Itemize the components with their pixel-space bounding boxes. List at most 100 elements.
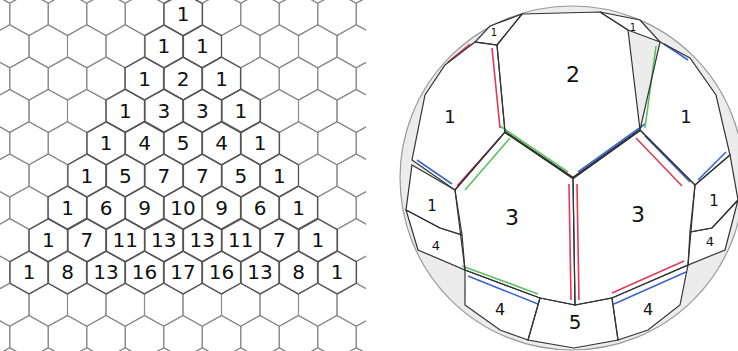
cell-number: 1 <box>100 133 113 153</box>
shape-border <box>600 12 660 42</box>
hex-outline <box>299 348 338 351</box>
cell-number: 5 <box>569 312 582 332</box>
cell-number: 7 <box>157 166 170 186</box>
shape-border <box>412 42 505 190</box>
sphere-face: 5 <box>528 298 618 348</box>
cell-number: 4 <box>215 133 228 153</box>
hex-outline <box>145 219 184 262</box>
hex-outline <box>337 89 366 132</box>
shape-border <box>202 251 241 294</box>
hex-outline <box>106 219 145 262</box>
hex-cell: 1 <box>318 251 357 294</box>
cell-number: 1 <box>311 230 324 250</box>
shape-border <box>48 251 87 294</box>
shape-border <box>318 251 357 294</box>
shape-border <box>260 154 299 197</box>
hex-outline <box>260 283 299 326</box>
hex-cell: 11 <box>106 219 145 262</box>
hex-outline <box>0 89 29 132</box>
face-fill <box>528 298 618 348</box>
hex-outline <box>0 316 10 351</box>
shape-border <box>222 89 261 132</box>
hex-outline <box>299 283 338 326</box>
cell-number: 1 <box>427 199 437 214</box>
hex-outline <box>0 348 29 351</box>
hex-cell: 13 <box>241 251 280 294</box>
hex-cell: 1 <box>164 0 203 36</box>
hex-outline <box>125 251 164 294</box>
hex-outline <box>164 251 203 294</box>
hex-cell: 17 <box>164 251 203 294</box>
hex-cell: 4 <box>125 122 164 165</box>
hex-cell: 10 <box>164 186 203 229</box>
hex-outline <box>279 251 318 294</box>
hex-cell: 11 <box>222 219 261 262</box>
cell-number: 1 <box>331 262 344 282</box>
cell-number: 3 <box>631 204 645 226</box>
hex-cell: 13 <box>87 251 126 294</box>
hex-outline <box>241 251 280 294</box>
shape-border <box>164 251 203 294</box>
face-fill <box>600 12 660 42</box>
hex-outline <box>299 219 338 262</box>
hex-cell: 16 <box>202 251 241 294</box>
hex-cell: 5 <box>222 154 261 197</box>
hex-cell: 1 <box>299 219 338 262</box>
shape-border <box>612 265 688 340</box>
hex-outline <box>202 251 241 294</box>
cell-number: 7 <box>273 230 286 250</box>
cell-number: 10 <box>170 198 195 218</box>
sphere-face: 1 <box>600 12 660 42</box>
sphere-face: 3 <box>455 132 575 305</box>
hex-outline <box>145 348 184 351</box>
hex-outline <box>202 0 241 36</box>
hex-outline <box>279 122 318 165</box>
hex-outline <box>241 57 280 100</box>
shape-border <box>202 122 241 165</box>
shape-border <box>106 154 145 197</box>
hex-outline <box>10 251 49 294</box>
hex-cell: 1 <box>260 154 299 197</box>
hex-outline <box>145 25 184 68</box>
hex-outline <box>145 89 184 132</box>
hex-outline <box>183 219 222 262</box>
hex-outline <box>299 89 338 132</box>
hex-outline <box>48 316 87 351</box>
hex-outline <box>356 0 366 36</box>
cell-number: 7 <box>196 166 209 186</box>
hex-outline <box>0 154 29 197</box>
hex-outline <box>222 89 261 132</box>
shape-border <box>145 219 184 262</box>
hex-cell: 1 <box>241 122 280 165</box>
hex-outline <box>68 219 107 262</box>
face-fill <box>406 210 465 270</box>
hex-outline <box>106 89 145 132</box>
sphere-face: 2 <box>497 12 640 178</box>
cell-number: 4 <box>495 302 505 318</box>
hex-cell: 1 <box>87 122 126 165</box>
cell-number: 17 <box>170 262 195 282</box>
hex-outline <box>260 348 299 351</box>
hex-outline <box>87 0 126 36</box>
hex-outline <box>106 283 145 326</box>
hex-outline <box>125 122 164 165</box>
hex-outline <box>68 348 107 351</box>
hex-outline <box>241 122 280 165</box>
cell-number: 7 <box>80 230 93 250</box>
cell-number: 5 <box>177 133 190 153</box>
cell-number: 1 <box>292 198 305 218</box>
shape-border <box>279 251 318 294</box>
hex-outline <box>145 154 184 197</box>
hex-outline <box>318 251 357 294</box>
hex-cell: 1 <box>183 25 222 68</box>
hex-cell: 6 <box>87 186 126 229</box>
hex-cell: 1 <box>29 219 68 262</box>
hex-outline <box>241 186 280 229</box>
hex-outline <box>29 348 68 351</box>
hex-outline <box>318 316 357 351</box>
sphere-face: 1 <box>475 14 522 45</box>
hex-cell: 7 <box>260 219 299 262</box>
cell-number: 4 <box>432 239 440 252</box>
